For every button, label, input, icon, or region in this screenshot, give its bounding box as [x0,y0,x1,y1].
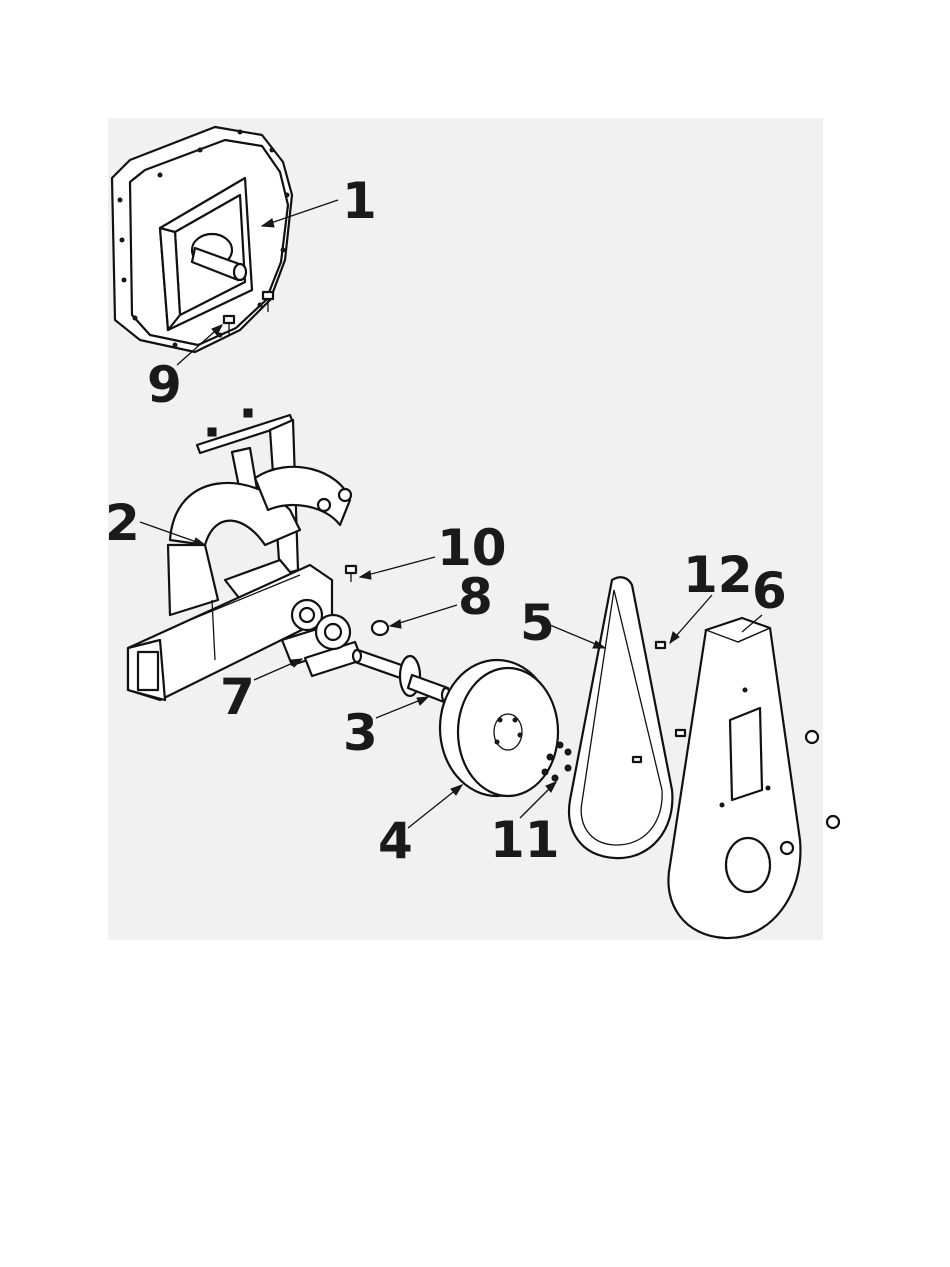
callout-5: 5 [520,594,555,652]
callout-3: 3 [343,704,378,762]
callout-4: 4 [378,812,413,870]
callout-12: 12 [683,546,753,604]
callout-2: 2 [105,494,140,552]
callout-7: 7 [220,668,255,726]
callout-1: 1 [342,172,377,230]
callout-11: 11 [490,811,560,869]
callout-10: 10 [437,519,507,577]
callout-6: 6 [752,562,787,620]
callout-9: 9 [147,356,182,414]
retaining-ring-8 [372,621,388,635]
